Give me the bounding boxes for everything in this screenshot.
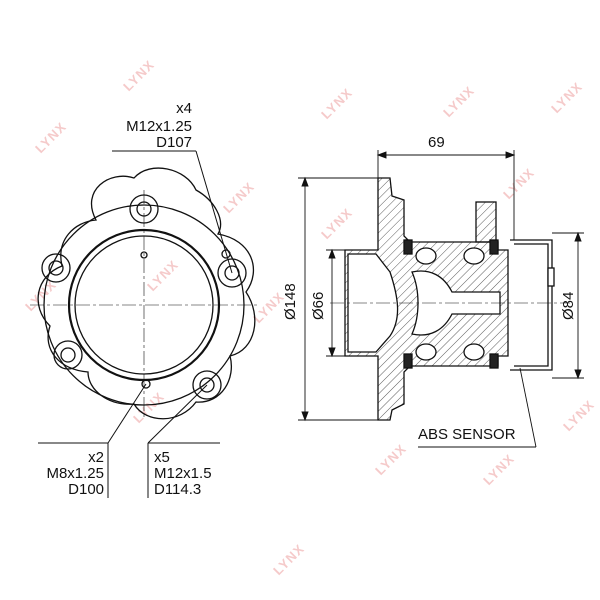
callout-br-count: x5 — [154, 449, 170, 466]
arrow — [301, 176, 309, 187]
leader-line — [107, 383, 147, 444]
seal — [403, 239, 413, 255]
dim-outer-label: Ø148 — [282, 283, 299, 320]
callout-top-diameter: D107 — [156, 134, 192, 151]
arrow — [505, 151, 516, 159]
center-mark — [140, 251, 148, 259]
arrow — [328, 248, 336, 259]
seal — [403, 353, 413, 369]
arrow — [574, 369, 582, 380]
screw-hole — [141, 379, 151, 389]
screw-hole — [221, 249, 231, 259]
callout-br-thread: M12x1.5 — [154, 465, 212, 482]
wheel-stud — [475, 201, 497, 243]
leader-line — [147, 384, 208, 444]
callout-leaders — [38, 150, 233, 498]
arrow — [301, 411, 309, 422]
bolt-hole — [48, 260, 64, 276]
section-view — [330, 177, 570, 421]
dimension-lines — [298, 150, 584, 448]
end-cap-inner — [514, 243, 549, 367]
callout-top-thread: M12x1.25 — [126, 118, 192, 135]
abs-leader — [519, 367, 537, 448]
dim-flange-label: Ø84 — [560, 291, 577, 320]
bearing-ball — [415, 247, 437, 265]
bolt-boss — [192, 370, 222, 400]
callout-br-diameter: D114.3 — [154, 481, 202, 498]
end-cap — [510, 239, 553, 371]
arrow — [574, 231, 582, 242]
callout-top-count: x4 — [176, 100, 192, 117]
bearing-ball — [463, 343, 485, 361]
dim-width-label: 69 — [428, 134, 445, 151]
bolt-hole — [199, 377, 215, 393]
bearing-ball — [463, 247, 485, 265]
callout-bl-thread: M8x1.25 — [46, 465, 104, 482]
bolt-hole — [60, 347, 76, 363]
seal — [489, 239, 499, 255]
bolt-boss — [53, 340, 83, 370]
seal — [489, 353, 499, 369]
dim-bore-label: Ø66 — [310, 291, 327, 320]
bearing-ball — [415, 343, 437, 361]
callout-bl-diameter: D100 — [68, 481, 104, 498]
front-view — [30, 167, 260, 420]
bolt-boss — [41, 253, 71, 283]
abs-sensor-label: ABS SENSOR — [418, 426, 516, 443]
arrow — [328, 347, 336, 358]
callout-bl-count: x2 — [88, 449, 104, 466]
bolt-boss — [217, 258, 247, 288]
sensor-ring — [547, 267, 555, 287]
leader-line — [195, 150, 233, 274]
arrow — [376, 151, 387, 159]
